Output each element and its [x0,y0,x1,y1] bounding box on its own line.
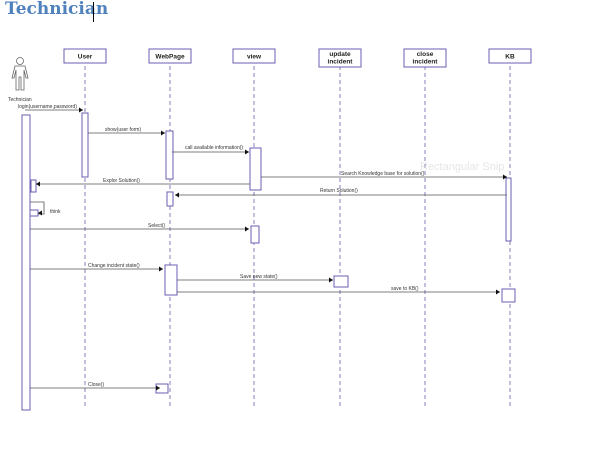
arrowhead-icon [175,192,179,198]
watermark: Rectangular Snip [420,161,504,173]
activation-bar [164,264,178,296]
lifeline-label-close: close [417,51,434,58]
message-label: Select() [148,223,166,229]
message-label: Save new state() [240,274,278,280]
message-label: login(username,password) [18,104,77,110]
lifeline-label-kb: KB [505,54,515,61]
message-label: Search Knowledge base for solution() [341,171,425,177]
arrowhead-icon [503,174,507,180]
arrowhead-icon [38,210,42,216]
activation-bar [166,191,174,207]
lifeline-header-update [318,48,362,68]
activation-bar [165,130,174,180]
message-label: Return Solution() [320,188,358,194]
message-label: Explor Solution() [103,178,140,184]
actor-body [11,65,29,91]
activation-bar [29,209,39,217]
activation-bar [501,288,516,303]
arrowhead-icon [159,266,163,272]
arrowhead-icon [79,107,83,113]
activation-bar [249,147,262,191]
message-label: think [50,209,61,215]
message-label: call available information() [185,145,243,151]
lifeline-label-view: view [247,54,262,61]
arrowhead-icon [329,277,333,283]
lifeline-label-update: incident [328,59,354,66]
arrowhead-icon [156,385,160,391]
lifeline-label-user: User [78,54,93,61]
activation-bar [333,275,349,288]
page-title: Technician [5,0,109,19]
arrowhead-icon [245,226,249,232]
actor-label: Technician [8,97,32,103]
actor-head [16,57,24,65]
lifeline-label-webpage: WebPage [155,54,185,61]
activation-bar [30,179,37,193]
text-cursor [93,2,94,22]
lifeline-label-update: update [329,51,351,58]
message-label: Close() [88,382,104,388]
activation-bar [81,112,89,178]
lifeline-header-webpage [148,48,192,64]
message-label: save to KB() [391,286,419,292]
activation-bar [250,225,260,244]
arrowhead-icon [245,149,249,155]
lifeline-header-close [403,48,447,68]
lifeline-header-kb [488,48,532,64]
lifeline-header-view [232,48,276,64]
lifeline-header-user [63,48,107,64]
activation-bar [505,177,512,242]
message-label: show(user form) [105,127,141,133]
technician-actor [11,57,29,91]
lifeline-label-close: incident [413,59,439,66]
arrowhead-icon [36,181,40,187]
arrowhead-icon [496,289,500,295]
message-label: Change incident state() [88,263,140,269]
activation-bar [21,114,31,411]
arrowhead-icon [161,130,165,136]
